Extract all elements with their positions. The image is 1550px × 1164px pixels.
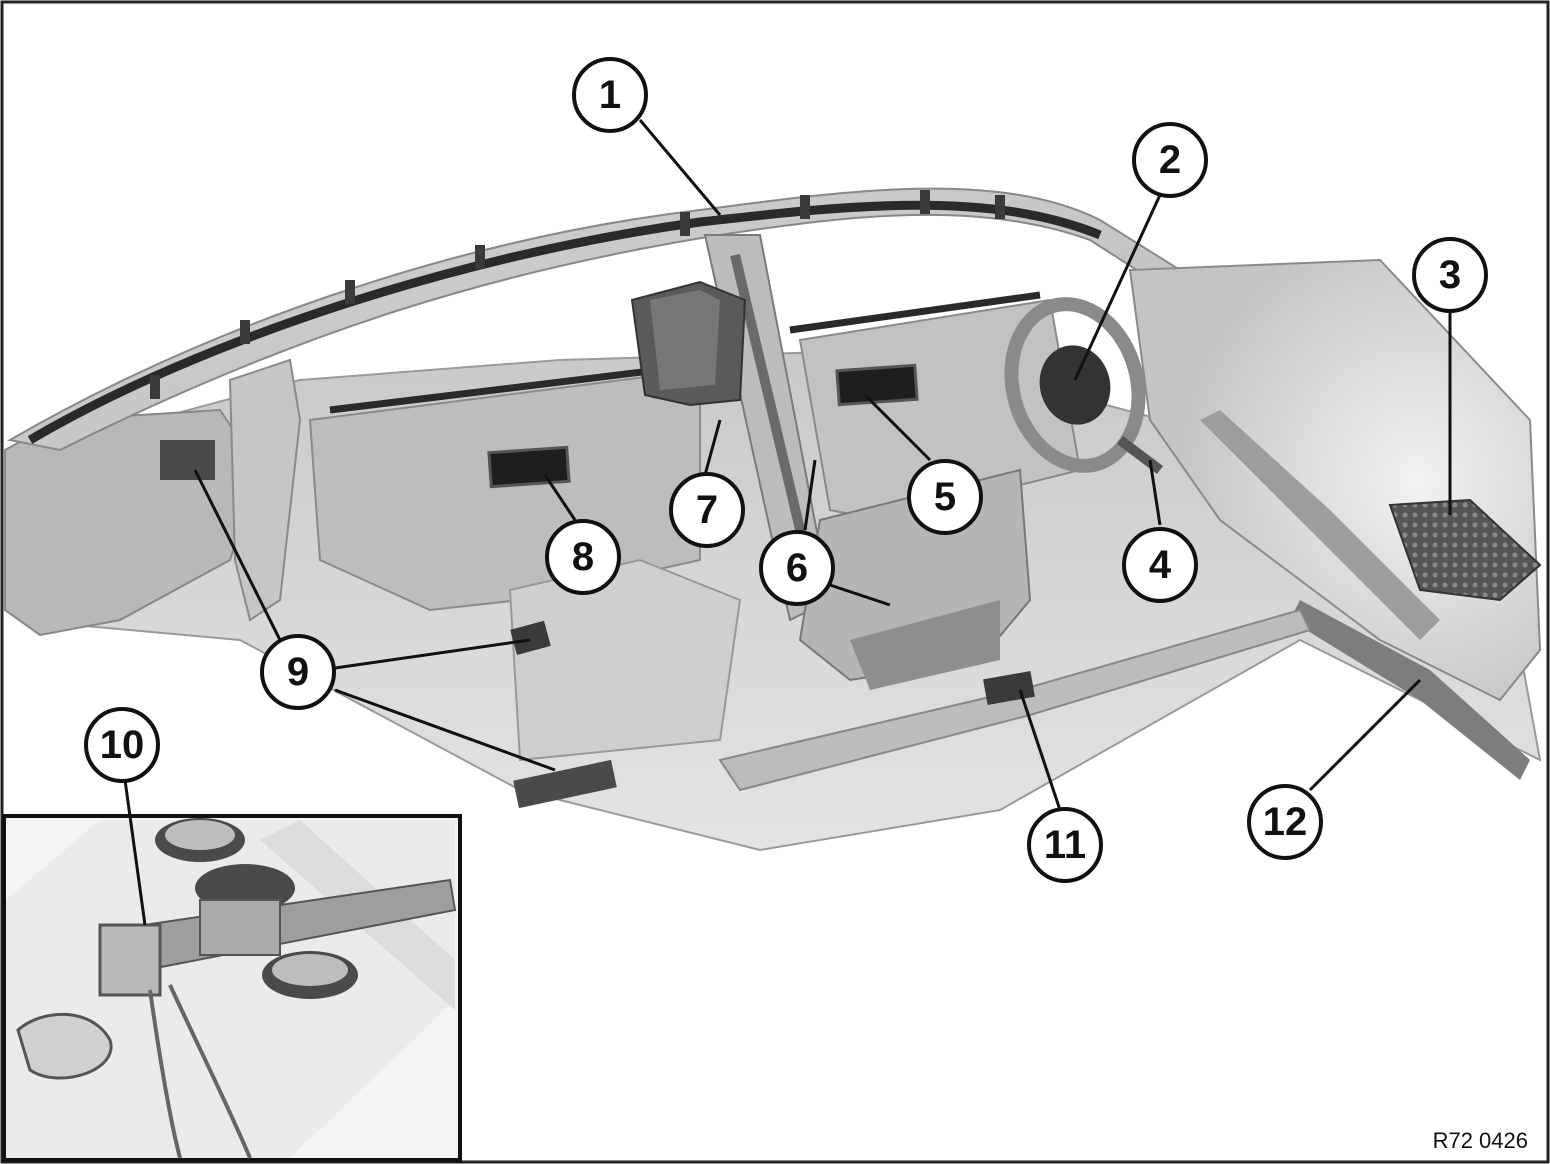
callout-7: 7 (669, 472, 745, 548)
callout-6-label: 6 (786, 546, 808, 590)
callout-9-label: 9 (287, 650, 309, 694)
callout-4-label: 4 (1149, 543, 1172, 587)
inset-detail-battery-terminal (2, 814, 462, 1162)
callout-1: 1 (572, 57, 648, 133)
callout-3: 3 (1412, 237, 1488, 313)
callout-6: 6 (759, 530, 835, 606)
callout-3-label: 3 (1439, 253, 1461, 297)
reference-code: R72 0426 (1433, 1128, 1528, 1153)
callout-2: 2 (1132, 122, 1208, 198)
callout-11-label: 11 (1044, 823, 1086, 867)
callout-10: 10 (84, 707, 160, 783)
callout-8-label: 8 (572, 535, 594, 579)
callout-5-label: 5 (934, 475, 956, 519)
callout-4: 4 (1122, 527, 1198, 603)
leader-lines (123, 119, 1452, 926)
vehicle-body-illustration (4, 187, 1542, 852)
callout-12: 12 (1247, 784, 1323, 860)
callout-1-label: 1 (599, 73, 621, 117)
callout-7-label: 7 (696, 488, 718, 532)
callout-5: 5 (907, 459, 983, 535)
callout-10-label: 10 (100, 723, 145, 767)
callout-9: 9 (260, 634, 336, 710)
callout-11: 11 (1027, 807, 1103, 883)
callout-2-label: 2 (1159, 138, 1181, 182)
callout-8: 8 (545, 519, 621, 595)
callout-12-label: 12 (1263, 800, 1308, 844)
